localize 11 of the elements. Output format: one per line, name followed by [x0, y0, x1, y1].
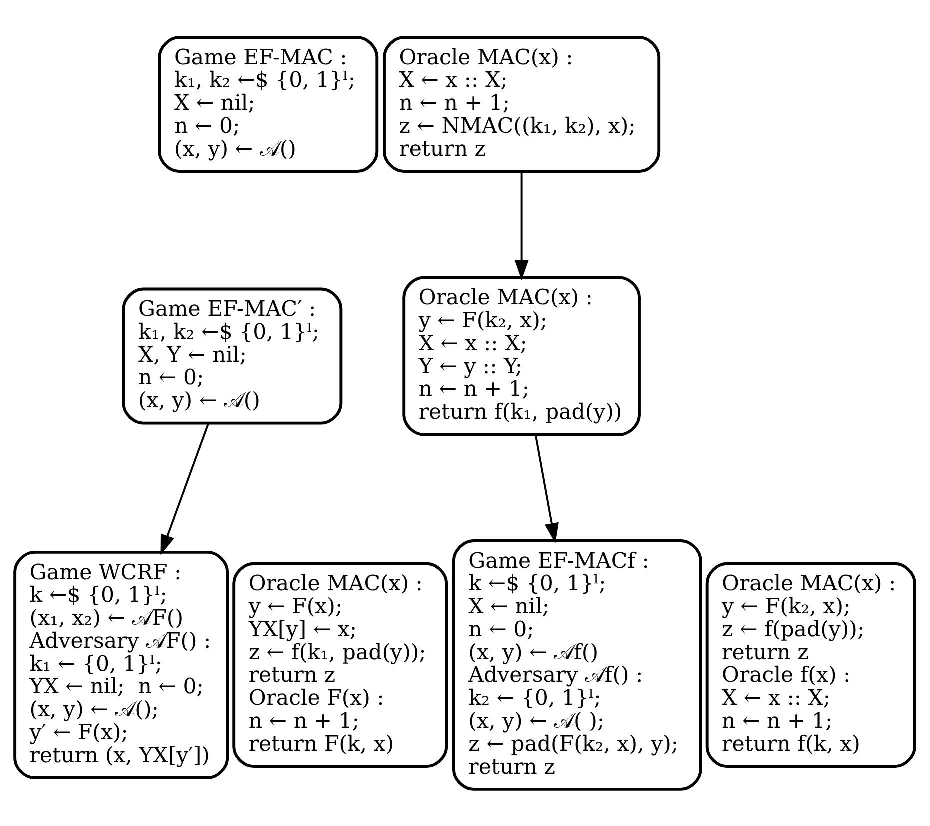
node-box: Oracle MAC(x) : X ← x :: X; n ← n + 1; z ← NMAC((k₁, k₂), x); return z	[383, 36, 661, 173]
node-box: Game WCRF : k ←$ {0, 1}ˡ; (x₁, x₂) ← 𝒜F() Adversary 𝒜F() : k₁ ← {0, 1}ˡ; YX ← nil; n ← 0; (x, y) ← 𝒜(); y′ ← F(x); return (x, YX[y′])	[14, 550, 230, 779]
node-box: Oracle MAC(x) : y ← F(k₂, x); X ← x :: X; Y ← y :: Y; n ← n + 1; return f(k₁, pad(y))	[402, 276, 641, 436]
node-box: Oracle MAC(x) : y ← F(k₂, x); z ← f(pad(y)); return z Oracle f(x) : X ← x :: X; n ← n + 1; return f(k, x)	[706, 562, 916, 768]
arrow	[160, 422, 210, 555]
node-box: Game EF-MACf : k ←$ {0, 1}ˡ; X ← nil; n ← 0; (x, y) ← 𝒜f() Adversary 𝒜f() : k₂ ← {0, 1}ˡ; (x, y) ← 𝒜( ); z ← pad(F(k₂, x), y); return z	[452, 539, 702, 790]
arrow	[514, 172, 529, 280]
node-box: Oracle MAC(x) : y ← F(x); YX[y] ← x; z ← f(k₁, pad(y)); return z Oracle F(x) : n ← n + 1; return F(k, x)	[232, 562, 448, 768]
node-box: Game EF-MAC′ : k₁, k₂ ←$ {0, 1}ˡ; X, Y ← nil; n ← 0; (x, y) ← 𝒜()	[122, 287, 343, 424]
node-box: Game EF-MAC : k₁, k₂ ←$ {0, 1}ˡ; X ← nil; n ← 0; (x, y) ← 𝒜()	[158, 36, 379, 173]
arrow	[534, 434, 559, 544]
